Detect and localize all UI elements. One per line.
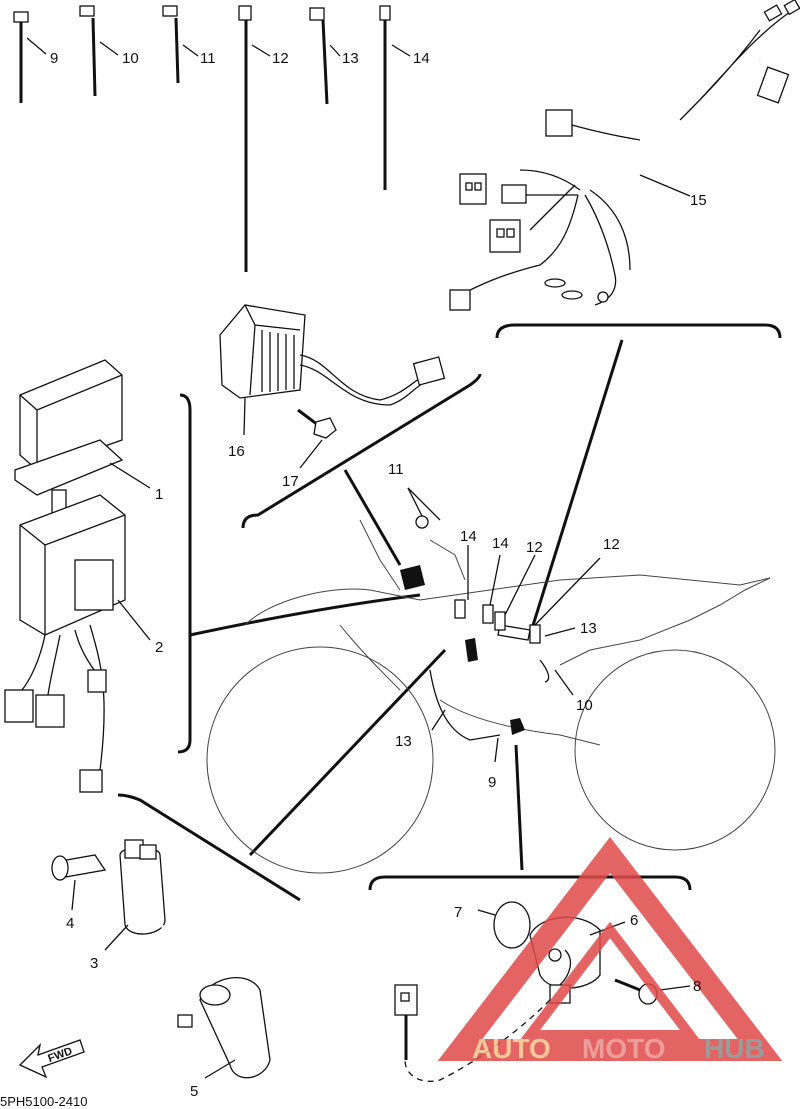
rectifier-regulator — [219, 304, 446, 436]
callout-17: 17 — [282, 473, 299, 490]
ignition-coil — [51, 839, 193, 1046]
callout-13: 13 — [342, 50, 359, 67]
vehicle-callout-14b: 14 — [492, 535, 509, 552]
svg-text:FWD: FWD — [46, 1045, 74, 1065]
vehicle-callout-13a: 13 — [580, 620, 597, 637]
callout-16: 16 — [228, 443, 245, 460]
cable-tie-9 — [13, 11, 47, 103]
callout-1: 1 — [155, 486, 163, 503]
callout-9: 9 — [50, 50, 58, 67]
vehicle-callout-12a: 12 — [526, 539, 543, 556]
cdi-unit — [4, 359, 151, 793]
cable-tie-12 — [238, 5, 271, 272]
vehicle-callout-10: 10 — [576, 697, 593, 714]
callout-14: 14 — [413, 50, 430, 67]
autmotohub-watermark: AUTO MOTO HUB — [437, 836, 783, 1064]
callout-6: 6 — [630, 912, 638, 929]
callout-2: 2 — [155, 639, 163, 656]
vehicle-callout-13b: 13 — [395, 733, 412, 750]
wire-harness — [449, 0, 800, 311]
watermark-auto: AUTO — [472, 1033, 551, 1064]
callout-5: 5 — [190, 1083, 198, 1100]
forward-direction-arrow: FWD — [18, 1039, 85, 1079]
cable-tie-11 — [162, 5, 199, 84]
callout-15: 15 — [690, 192, 707, 209]
spark-plug-cap — [199, 977, 271, 1079]
cable-tie-13 — [309, 7, 341, 105]
callout-10: 10 — [122, 50, 139, 67]
callout-12: 12 — [272, 50, 289, 67]
motorcycle-outline — [206, 487, 776, 874]
cable-tie-10 — [79, 5, 119, 97]
cable-tie-14 — [379, 5, 411, 190]
watermark-hub: HUB — [704, 1033, 765, 1064]
vehicle-callout-12b: 12 — [603, 536, 620, 553]
vehicle-callout-9: 9 — [488, 774, 496, 791]
diagram-code: 5PH5100-2410 — [0, 1094, 87, 1109]
callout-8: 8 — [693, 978, 701, 995]
watermark-moto: MOTO — [582, 1033, 665, 1064]
bolt-17 — [297, 408, 337, 469]
callout-4: 4 — [66, 915, 74, 932]
callout-3: 3 — [90, 955, 98, 972]
callout-7: 7 — [454, 904, 462, 921]
vehicle-callout-11: 11 — [388, 461, 404, 478]
vehicle-callout-14a: 14 — [460, 528, 477, 545]
callout-11: 11 — [200, 50, 216, 67]
